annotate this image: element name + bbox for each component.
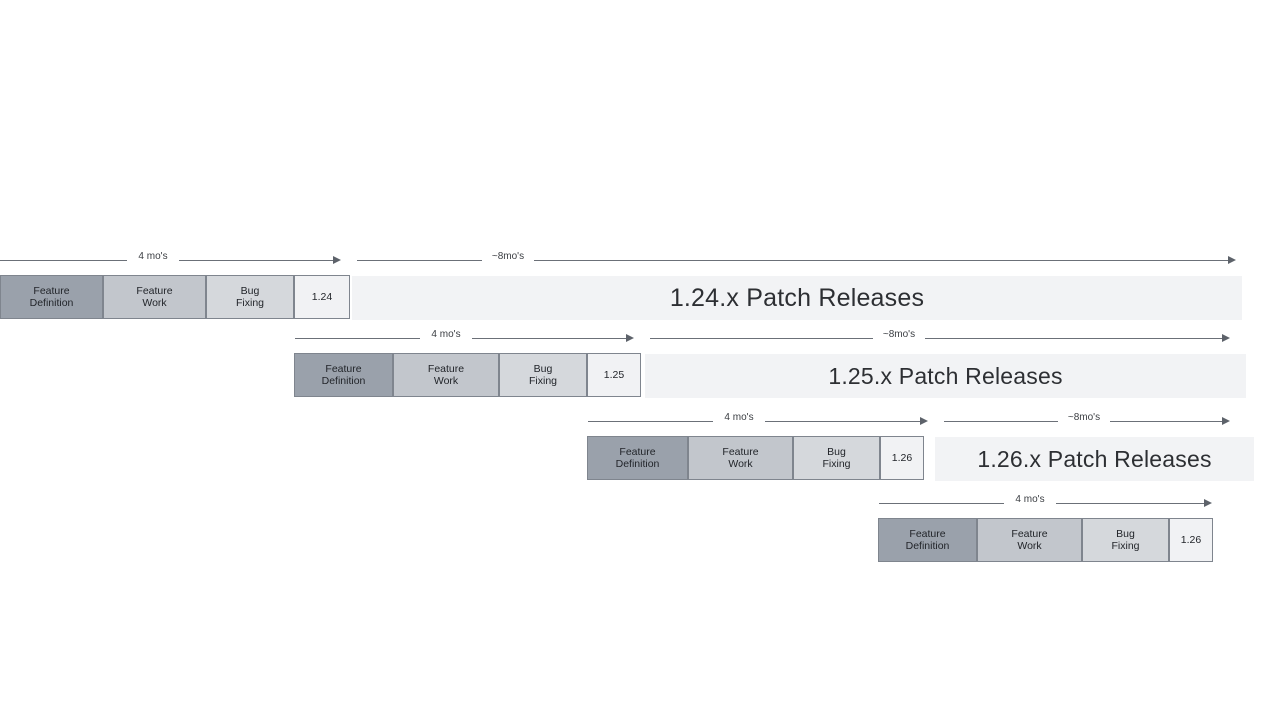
measure-line-right xyxy=(179,260,333,261)
measure-line-left xyxy=(879,503,1004,504)
dev-cycle-measure-row-1-26: 4 mo's xyxy=(588,412,928,430)
phase-label-line1: Feature xyxy=(427,362,465,375)
patch-window-measure-row-1-24-label: ~8mo's xyxy=(491,251,525,262)
dev-cycle-measure-row-1-26-next: 4 mo's xyxy=(879,494,1212,512)
measure-line-right xyxy=(765,421,920,422)
version-label: 1.25 xyxy=(603,368,625,381)
measure-line-right xyxy=(472,338,626,339)
measure-line-right xyxy=(1056,503,1204,504)
measure-line-left xyxy=(588,421,713,422)
patch-window-measure-row-1-25: ~8mo's xyxy=(650,329,1230,347)
phase-label-line1: Feature xyxy=(909,527,946,540)
version-box-row-1-26: 1.26 xyxy=(880,436,924,480)
measure-arrowhead xyxy=(920,416,928,425)
phase-label-line2: Definition xyxy=(321,375,366,387)
measure-line-right xyxy=(1110,421,1222,422)
dev-cycle-measure-row-1-26-label: 4 mo's xyxy=(724,412,754,423)
phase-label-line1: Feature xyxy=(136,284,173,297)
measure-arrowhead xyxy=(1222,416,1230,425)
patch-window-measure-row-1-25-label: ~8mo's xyxy=(882,329,916,340)
phase-label-line1: Feature xyxy=(33,284,70,297)
measure-arrowhead xyxy=(1204,498,1212,507)
phase-label-line2: Fixing xyxy=(235,297,264,309)
phase-label-line2: Work xyxy=(728,458,753,470)
dev-cycle-measure-row-1-26-next-label: 4 mo's xyxy=(1015,494,1045,505)
dev-cycle-measure-row-1-25: 4 mo's xyxy=(295,329,634,347)
patch-release-label-row-1-25: 1.25.x Patch Releases xyxy=(828,362,1063,389)
version-box-row-1-26-next: 1.26 xyxy=(1169,518,1213,562)
measure-arrowhead xyxy=(626,333,634,342)
patch-window-measure-row-1-24: ~8mo's xyxy=(357,251,1236,269)
phase-label-line2: Definition xyxy=(615,458,660,470)
version-label: 1.24 xyxy=(311,290,333,303)
patch-release-band-row-1-24: 1.24.x Patch Releases xyxy=(352,276,1242,320)
phase-label-line2: Fixing xyxy=(528,375,557,387)
phase-label-line1: Bug xyxy=(240,284,260,297)
measure-line-left xyxy=(944,421,1058,422)
dev-cycle-measure-row-1-24-label: 4 mo's xyxy=(138,251,168,262)
measure-line-left xyxy=(295,338,420,339)
measure-arrowhead xyxy=(1222,333,1230,342)
phase-label-line1: Feature xyxy=(325,362,362,375)
version-label: 1.26 xyxy=(1180,533,1202,546)
phase-label-line2: Fixing xyxy=(822,458,851,470)
measure-arrowhead xyxy=(1228,255,1236,264)
patch-window-measure-row-1-26-label: ~8mo's xyxy=(1067,412,1101,423)
dev-cycle-measure-row-1-25-label: 4 mo's xyxy=(431,329,461,340)
phase-label-line2: Definition xyxy=(905,540,950,552)
patch-window-measure-row-1-26: ~8mo's xyxy=(944,412,1230,430)
version-label: 1.26 xyxy=(891,451,913,464)
patch-release-band-row-1-25: 1.25.x Patch Releases xyxy=(645,354,1246,398)
phase-label-line1: Bug xyxy=(1116,527,1135,540)
phase-label-line1: Feature xyxy=(722,445,759,458)
dev-cycle-measure-row-1-24: 4 mo's xyxy=(0,251,341,269)
measure-line-right xyxy=(925,338,1222,339)
phase-label-line2: Definition xyxy=(29,297,74,309)
phase-label-line1: Feature xyxy=(619,445,656,458)
phase-label-line2: Work xyxy=(433,375,459,387)
version-box-row-1-24: 1.24 xyxy=(294,275,350,319)
measure-arrowhead xyxy=(333,255,341,264)
phase-label-line2: Fixing xyxy=(1111,540,1140,552)
measure-line-left xyxy=(0,260,127,261)
version-box-row-1-25: 1.25 xyxy=(587,353,641,397)
phase-label-line2: Work xyxy=(142,297,167,309)
measure-line-right xyxy=(534,260,1228,261)
patch-release-band-row-1-26: 1.26.x Patch Releases xyxy=(935,437,1254,481)
patch-release-label-row-1-24: 1.24.x Patch Releases xyxy=(669,283,925,312)
phase-label-line1: Bug xyxy=(533,362,553,375)
phase-label-line1: Feature xyxy=(1011,527,1048,540)
measure-line-left xyxy=(650,338,873,339)
phase-label-line2: Work xyxy=(1017,540,1042,552)
measure-line-left xyxy=(357,260,482,261)
phase-label-line1: Bug xyxy=(827,445,846,458)
patch-release-label-row-1-26: 1.26.x Patch Releases xyxy=(977,445,1212,472)
